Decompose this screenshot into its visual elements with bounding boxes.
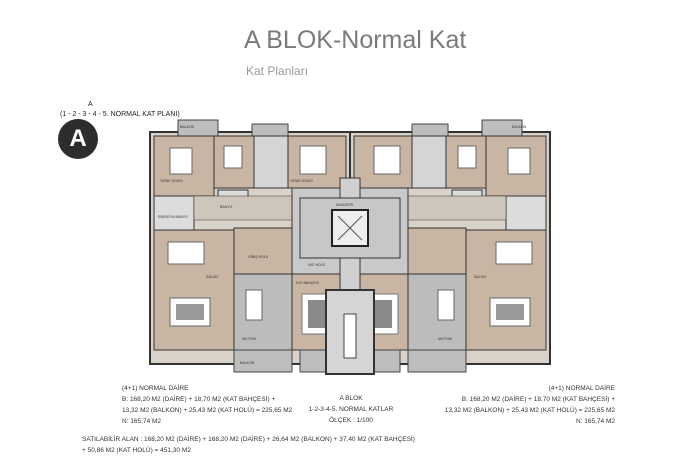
block-info: A BLOK 1-2-3-4-5. NORMAL KATLAR ÖLÇEK : … [286, 393, 416, 426]
room-label: SALON [206, 275, 218, 279]
room-label: BANYO [220, 205, 233, 209]
floor-plan: BALKON YATAK ODASI YATAK ODASI EBEVEYN B… [149, 119, 551, 375]
room-label: BALKON [512, 125, 527, 129]
room-label: MUTFAK [242, 337, 257, 341]
sellable-area-line: SATILABİLİR ALAN : 168,20 M2 (DAİRE) + 1… [82, 436, 415, 443]
room-label: ASANSÖR [336, 203, 354, 207]
room-label: YATAK ODASI [160, 179, 183, 183]
page-title: A BLOK-Normal Kat [244, 26, 467, 54]
unit-type: (4+1) NORMAL DAİRE [548, 385, 615, 392]
room-label: KAT BAHÇESİ [296, 280, 319, 285]
unit-area-line: B: 168,20 M2 (DAİRE) + 18,70 M2 (KAT BAH… [461, 396, 615, 403]
unit-area-line: 13,32 M2 (BALKON) + 25,43 M2 (KAT HOLÜ) … [444, 407, 615, 414]
block-name: A BLOK [339, 395, 363, 402]
plan-scale: ÖLÇEK : 1/100 [329, 417, 373, 424]
room-label: BALKON [180, 125, 195, 129]
right-unit-info: (4+1) NORMAL DAİRE B: 168,20 M2 (DAİRE) … [440, 383, 615, 427]
sellable-area-line: + 50,86 M2 (KAT HOLÜ) = 451,30 M2 [82, 447, 191, 454]
sellable-area: SATILABİLİR ALAN : 168,20 M2 (DAİRE) + 1… [82, 434, 415, 456]
room-label: MUTFAK [438, 337, 453, 341]
plan-heading-floors: (1 - 2 - 3 - 4 - 5. NORMAL KAT PLANI) [60, 111, 180, 118]
unit-net-area: N: 165,74 M2 [575, 418, 615, 425]
room-label: SALON [474, 275, 486, 279]
room-label: EBEVEYN BANYO [158, 215, 188, 219]
unit-net-area: N: 165,74 M2 [122, 418, 162, 425]
page-subtitle: Kat Planları [246, 64, 309, 78]
plan-heading: A (1 - 2 - 3 - 4 - 5. NORMAL KAT PLANI) [60, 100, 180, 120]
left-unit-info: (4+1) NORMAL DAİRE B: 168,20 M2 (DAİRE) … [122, 383, 292, 427]
block-badge: A [58, 119, 98, 159]
room-label: GİRİŞ HOLÜ [248, 254, 269, 259]
unit-type: (4+1) NORMAL DAİRE [122, 385, 189, 392]
room-label: BALKON [240, 361, 255, 365]
room-label: YATAK ODASI [290, 179, 313, 183]
unit-area-line: 13,32 M2 (BALKON) + 25,43 M2 (KAT HOLÜ) … [122, 407, 293, 414]
block-floors: 1-2-3-4-5. NORMAL KATLAR [308, 406, 394, 413]
room-label: KAT HOLÜ [308, 263, 326, 267]
unit-area-line: B: 168,20 M2 (DAİRE) + 18,70 M2 (KAT BAH… [122, 396, 276, 403]
plan-heading-block: A [88, 101, 93, 108]
